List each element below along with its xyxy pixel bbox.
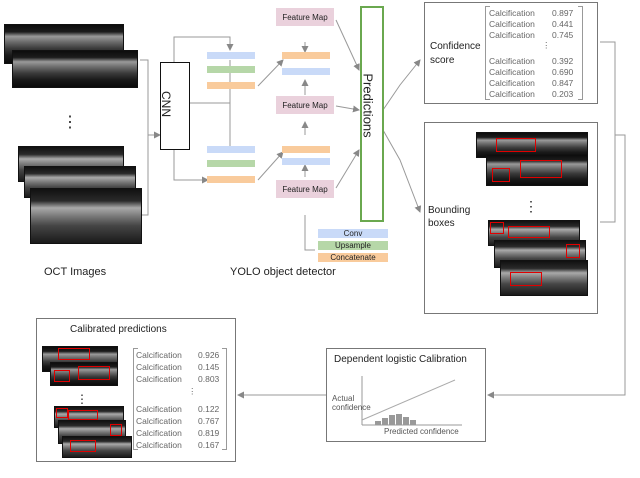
bbox-red-box <box>496 138 536 152</box>
bbox-red-box <box>492 168 510 182</box>
upsample-bar <box>207 160 255 167</box>
score-ellipsis: ⋮ <box>188 386 197 396</box>
confidence-bracket-left <box>485 6 490 100</box>
calibration-histogram <box>375 414 416 425</box>
calibrated-bracket-left <box>133 348 138 450</box>
oct-image-5 <box>30 188 142 244</box>
calibrated-red-box <box>70 440 96 452</box>
calibration-xlabel: Predicted confidence <box>384 427 459 436</box>
score-row-label: Calcification <box>489 78 535 88</box>
score-row-label: Calcification <box>136 404 182 414</box>
score-row-value: 0.441 <box>552 19 574 29</box>
conv-bar <box>207 52 255 59</box>
score-row-label: Calcification <box>136 362 182 372</box>
oct-caption: OCT Images <box>44 266 107 278</box>
score-row-value: 0.122 <box>198 404 220 414</box>
calibration-title: Dependent logistic Calibration <box>334 354 467 365</box>
bbox-image-5 <box>500 260 588 296</box>
score-row-value: 0.167 <box>198 440 220 450</box>
bbox-red-box <box>566 244 580 258</box>
concat-bar <box>282 146 330 153</box>
oct-image-2 <box>12 50 138 88</box>
feature-map-2: Feature Map <box>276 96 334 114</box>
oct-bracket <box>140 59 149 216</box>
calibrated-ellipsis: ⋮ <box>76 392 88 406</box>
conv-bar <box>282 68 330 75</box>
calibrated-red-box <box>68 410 98 420</box>
feature-map-3: Feature Map <box>276 180 334 198</box>
score-row-label: Calcification <box>489 19 535 29</box>
cnn-block <box>160 62 190 150</box>
score-row-value: 0.690 <box>552 67 574 77</box>
calibrated-red-box <box>110 424 122 436</box>
score-row-value: 0.897 <box>552 8 574 18</box>
score-row-label: Calcification <box>136 416 182 426</box>
calibrated-red-box <box>58 348 90 360</box>
score-ellipsis: ⋮ <box>542 40 551 50</box>
confidence-bracket-right <box>578 6 583 100</box>
score-row-label: Calcification <box>489 67 535 77</box>
calibration-panel <box>326 348 486 442</box>
score-row-label: Calcification <box>136 440 182 450</box>
legend-concatenate: Concatenate <box>318 253 388 262</box>
confidence-panel <box>424 2 598 104</box>
bbox-red-box <box>490 222 504 234</box>
predictions-block <box>360 6 384 222</box>
score-row-value: 0.203 <box>552 89 574 99</box>
score-row-label: Calcification <box>136 350 182 360</box>
score-row-label: Calcification <box>489 56 535 66</box>
score-row-value: 0.392 <box>552 56 574 66</box>
bounding-title: Bounding boxes <box>428 205 471 229</box>
upsample-bar <box>207 66 255 73</box>
bbox-red-box <box>520 160 562 178</box>
oct-ellipsis: ⋮ <box>62 114 78 131</box>
bbox-image-2 <box>486 154 588 186</box>
bounding-ellipsis: ⋮ <box>524 198 538 214</box>
concat-bar <box>207 82 255 89</box>
calibration-ylabel: Actual confidence <box>332 394 371 412</box>
calibrated-red-box <box>54 370 70 382</box>
detector-caption: YOLO object detector <box>230 266 336 278</box>
conv-bar <box>207 146 255 153</box>
score-row-label: Calcification <box>489 30 535 40</box>
score-row-value: 0.926 <box>198 350 220 360</box>
calibrated-red-box <box>78 366 110 380</box>
calibrated-title: Calibrated predictions <box>70 324 167 335</box>
concat-bar <box>282 52 330 59</box>
score-row-label: Calcification <box>136 428 182 438</box>
score-row-value: 0.745 <box>552 30 574 40</box>
feature-map-1: Feature Map <box>276 8 334 26</box>
calibrated-bracket-right <box>222 348 227 450</box>
conv-bar <box>282 158 330 165</box>
bbox-red-box <box>508 226 550 238</box>
score-row-label: Calcification <box>489 8 535 18</box>
legend-conv: Conv <box>318 229 388 238</box>
score-row-value: 0.767 <box>198 416 220 426</box>
concat-bar <box>207 176 255 183</box>
bbox-red-box <box>510 272 542 286</box>
score-row-value: 0.847 <box>552 78 574 88</box>
score-row-label: Calcification <box>489 89 535 99</box>
score-row-value: 0.803 <box>198 374 220 384</box>
score-row-value: 0.819 <box>198 428 220 438</box>
score-row-label: Calcification <box>136 374 182 384</box>
bbox-image-1 <box>476 132 588 158</box>
score-row-value: 0.145 <box>198 362 220 372</box>
calibrated-image-5 <box>62 436 132 458</box>
confidence-title: Confidence score <box>430 41 481 66</box>
calibrated-red-box <box>56 408 68 418</box>
legend-upsample: Upsample <box>318 241 388 250</box>
